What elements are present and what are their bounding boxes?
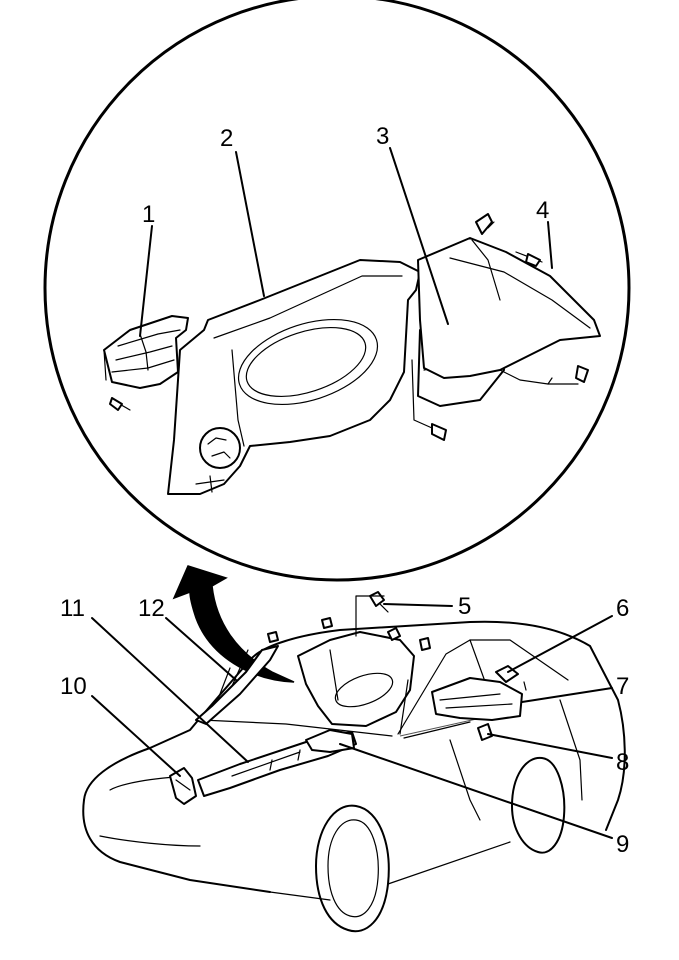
leader-12 — [165, 617, 237, 681]
leader-7 — [521, 687, 613, 703]
callout-11: 11 — [60, 595, 85, 622]
clip-top — [475, 213, 495, 235]
screw-4 — [525, 253, 541, 267]
screw-1 — [109, 397, 131, 411]
clip-5 — [369, 591, 385, 607]
callout-8: 8 — [616, 749, 629, 776]
installed-quarter-panel — [297, 631, 415, 727]
screw-3 — [411, 359, 447, 441]
leader-5 — [383, 603, 453, 607]
car-leaders — [91, 603, 613, 839]
callout-5: 5 — [458, 593, 471, 620]
fastener-right — [547, 365, 589, 385]
callout-6: 6 — [616, 595, 629, 622]
leader-9 — [339, 743, 613, 839]
callout-3: 3 — [376, 123, 389, 150]
leader-10 — [91, 695, 181, 777]
installed-windshield-pillar — [195, 645, 279, 725]
leader-1 — [139, 225, 153, 337]
part-4-rear-trim-panel — [417, 237, 601, 385]
part-1-bracket — [103, 315, 189, 389]
part-2-quarter-trim-panel — [167, 259, 421, 495]
car-outline — [82, 620, 626, 933]
callout-10: 10 — [60, 673, 87, 700]
leader-8 — [487, 733, 613, 759]
leader-11 — [91, 617, 249, 763]
callout-7: 7 — [616, 673, 629, 700]
leader-4 — [547, 221, 553, 269]
leader-3 — [389, 147, 449, 325]
detail-view — [43, 0, 631, 582]
installed-part-10 — [169, 767, 197, 805]
callout-2: 2 — [220, 125, 233, 152]
leader-6 — [507, 615, 613, 673]
callout-9: 9 — [616, 831, 629, 858]
callout-12: 12 — [138, 595, 165, 622]
leader-2 — [235, 151, 265, 297]
zoom-arrow — [172, 565, 295, 683]
callout-1: 1 — [142, 201, 155, 228]
installed-parts — [169, 591, 527, 805]
callout-labels: 1 2 3 4 5 6 7 8 9 10 11 12 — [60, 123, 629, 858]
callout-4: 4 — [536, 197, 549, 224]
installed-rear-panel — [431, 677, 523, 721]
installed-part-9 — [305, 729, 355, 753]
installed-part-8 — [477, 723, 493, 741]
